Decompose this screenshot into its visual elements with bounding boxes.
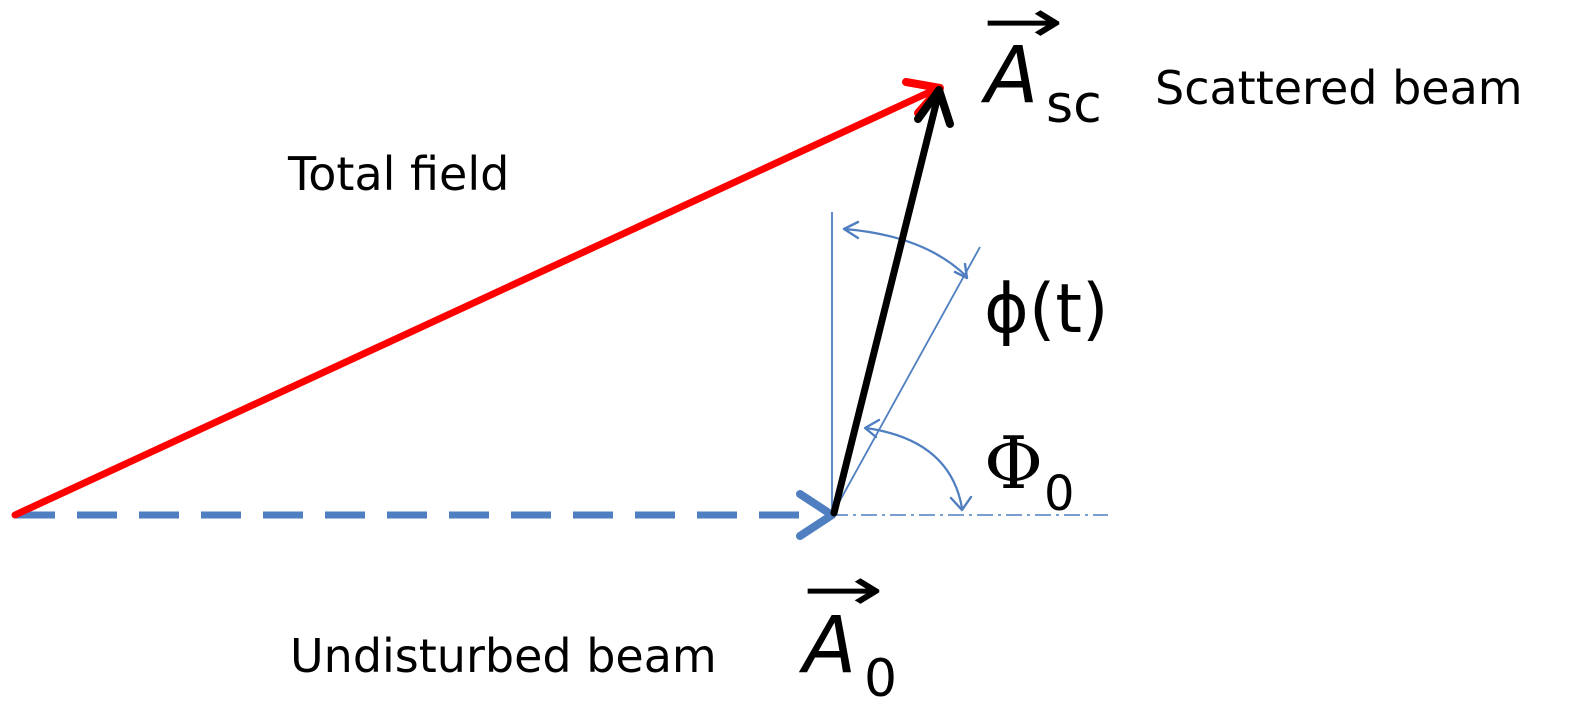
scattered-beam-vector bbox=[830, 92, 942, 517]
a-sc-symbol: → A sc bbox=[980, 0, 1102, 135]
phi-t-label: ϕ(t) bbox=[984, 270, 1109, 349]
a-0-symbol: → A 0 bbox=[798, 555, 897, 709]
phi0-subscript: 0 bbox=[1044, 466, 1075, 522]
a-0-subscript: 0 bbox=[864, 649, 897, 709]
undisturbed-beam-label: Undisturbed beam bbox=[290, 629, 717, 683]
phi0-arc-arrowhead-bottom bbox=[949, 495, 973, 512]
phi0-symbol: Φ bbox=[984, 421, 1043, 505]
scattered-beam-arrowhead bbox=[914, 86, 954, 128]
total-field-vector bbox=[11, 86, 938, 519]
scattered-beam-label: Scattered beam bbox=[1155, 61, 1523, 115]
a-sc-vector-arrow: → bbox=[982, 0, 1064, 57]
total-field-label: Total field bbox=[287, 147, 509, 201]
phi0-arc bbox=[865, 426, 964, 509]
phi0-label: Φ 0 bbox=[984, 421, 1075, 522]
phi-t-arc-arrowhead-left bbox=[842, 220, 860, 240]
phi-t-arc-arrowhead-right bbox=[953, 262, 969, 280]
phi-t-arc bbox=[844, 227, 967, 277]
undisturbed-beam-arrowhead bbox=[796, 490, 836, 540]
a-sc-subscript: sc bbox=[1046, 75, 1102, 135]
phase-reference-line bbox=[831, 246, 981, 516]
a-0-letter: A bbox=[798, 601, 856, 691]
phi0-arc-arrowhead-top bbox=[863, 418, 881, 439]
a-0-vector-arrow: → bbox=[802, 555, 884, 625]
a-sc-letter: A bbox=[980, 31, 1038, 121]
